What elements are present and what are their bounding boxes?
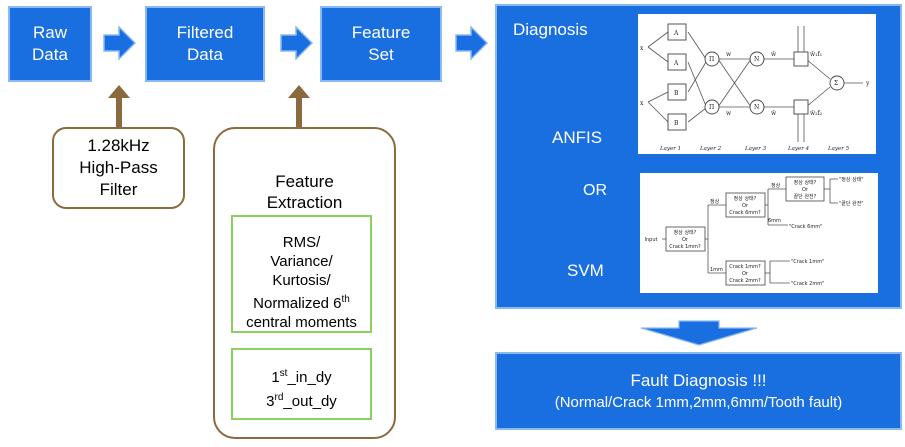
svm-n3-l1: 정상 상태? xyxy=(794,179,817,186)
anfis-x2: x xyxy=(640,100,644,107)
anfis-layer1: Layer 1 xyxy=(659,146,681,152)
anfis-b1: B xyxy=(674,90,679,97)
stat-rms: RMS/ xyxy=(282,234,321,251)
feature-extraction-title: Feature Extraction xyxy=(266,172,343,212)
svm-out-tip: "끝단 완전" xyxy=(839,200,864,207)
svm-n4-l1: Crack 1mm? xyxy=(729,264,761,270)
raw-data-box: Raw Data xyxy=(8,6,92,82)
svm-decision-tree: Input 정상 상태? Or Crack 1mm? 정상 상태? Or Cra… xyxy=(640,173,878,293)
arrow-right-icon xyxy=(103,26,137,60)
filtered-data-line2: Data xyxy=(187,45,223,64)
arrow-right-icon xyxy=(280,26,314,60)
diagnosis-title: Diagnosis xyxy=(513,20,588,39)
anfis-pi-1: Π xyxy=(709,56,714,63)
arrow-right-icon xyxy=(455,26,489,60)
anfis-n-1: N xyxy=(754,56,759,63)
anfis-b2: B xyxy=(674,120,679,127)
svm-edge-normal-2: 정상 xyxy=(771,182,781,189)
svm-out-6mm: "Crack 6mm" xyxy=(789,224,822,230)
fault-title: Fault Diagnosis !!! xyxy=(630,371,767,390)
dy-in: 1st_in_dy xyxy=(271,368,332,386)
dy-out: 3rd_out_dy xyxy=(266,392,337,410)
stat-kurtosis: Kurtosis/ xyxy=(272,272,331,289)
fault-subtitle: (Normal/Crack 1mm,2mm,6mm/Tooth fault) xyxy=(554,394,843,411)
feature-extraction-box: Feature Extraction RMS/ Variance/ Kurtos… xyxy=(213,127,396,439)
svm-input: Input xyxy=(645,237,658,243)
svm-n1-l1: 정상 상태? xyxy=(674,229,697,236)
svm-n1-l3: Crack 1mm? xyxy=(669,244,701,250)
dy-box: 1st_in_dy 3rd_out_dy xyxy=(231,348,372,420)
svm-n3-l2: Or xyxy=(802,187,809,193)
raw-data-line1: Raw xyxy=(32,23,67,42)
anfis-n-2: N xyxy=(754,104,759,111)
svm-edge-normal: 정상 xyxy=(710,198,720,205)
svm-out-normal: "정상 상태" xyxy=(839,176,864,183)
svm-n4-l3: Crack 2mm? xyxy=(729,278,761,284)
anfis-layer4: Layer 4 xyxy=(787,146,810,152)
raw-data-line2: Data xyxy=(32,45,68,64)
stat-variance: Variance/ xyxy=(270,253,333,270)
anfis-w1: w xyxy=(726,51,732,58)
svm-n3-l3: 끝단 완전? xyxy=(794,193,817,200)
svm-edge-1mm: 1mm xyxy=(710,267,723,273)
feature-set-box: Feature Set xyxy=(320,6,442,82)
anfis-a2: A xyxy=(673,60,679,67)
statistics-box: RMS/ Variance/ Kurtosis/ Normalized 6th … xyxy=(231,215,372,333)
anfis-layer3: Layer 3 xyxy=(744,146,767,152)
anfis-pi-2: Π xyxy=(709,104,714,111)
feature-set-line2: Set xyxy=(368,45,394,64)
svm-n2-l2: Or xyxy=(742,203,749,209)
arrow-up-icon xyxy=(108,85,130,128)
or-label: OR xyxy=(583,182,607,199)
fault-diagnosis-box: Fault Diagnosis !!! (Normal/Crack 1mm,2m… xyxy=(495,352,902,430)
anfis-wbar2: w̄ xyxy=(771,110,777,117)
arrow-up-icon xyxy=(288,85,310,128)
svm-edge-6mm: 6mm xyxy=(768,218,781,224)
high-pass-filter-box: 1.28kHz High-Pass Filter xyxy=(52,127,185,209)
filtered-data-box: Filtered Data xyxy=(145,6,265,82)
anfis-wf2: w̄₂f₂ xyxy=(810,110,823,117)
anfis-y: y xyxy=(865,80,870,87)
anfis-label: ANFIS xyxy=(552,128,603,147)
svm-out-1mm: "Crack 1mm" xyxy=(791,259,824,265)
diagnosis-panel: Diagnosis ANFIS OR SVM xyxy=(495,4,902,309)
anfis-layer2: Layer 2 xyxy=(699,146,722,152)
filter-line1: 1.28kHz xyxy=(87,136,150,155)
filtered-data-line1: Filtered xyxy=(176,23,234,42)
svm-n2-l3: Crack 6mm? xyxy=(729,210,761,216)
anfis-layer5: Layer 5 xyxy=(827,146,850,152)
filter-line2: High-Pass xyxy=(79,158,158,177)
svm-n2-l1: 정상 상태? xyxy=(734,195,757,202)
svm-out-2mm: "Crack 2mm" xyxy=(791,281,824,287)
anfis-sigma: Σ xyxy=(834,80,838,87)
stat-normalized: Normalized 6th xyxy=(253,294,350,312)
svm-n4-l2: Or xyxy=(742,271,749,277)
feature-set-line1: Feature xyxy=(351,23,411,42)
stat-central-moments: central moments xyxy=(246,314,357,331)
anfis-wbar1: w̄ xyxy=(771,51,777,58)
anfis-a1: A xyxy=(673,30,679,37)
svm-label: SVM xyxy=(567,261,604,280)
anfis-x1: x xyxy=(640,45,644,52)
anfis-wf1: w̄₁f₁ xyxy=(810,51,822,58)
anfis-w2: w xyxy=(726,110,732,117)
svm-n1-l2: Or xyxy=(682,237,689,243)
anfis-network-diagram: x x A A B B Π Π N N Σ y w w w̄ w̄ w̄₁f₁ … xyxy=(638,14,876,154)
arrow-down-icon xyxy=(640,320,758,346)
filter-line3: Filter xyxy=(99,180,138,199)
